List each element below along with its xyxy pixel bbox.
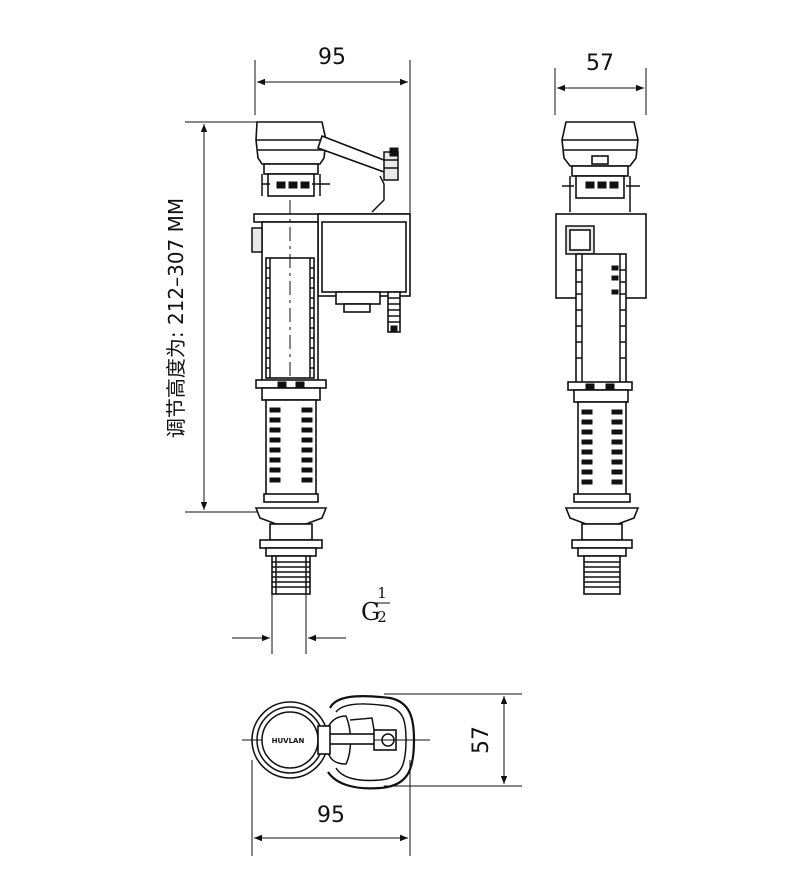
side-view: 57 bbox=[554, 51, 647, 595]
base-flange bbox=[254, 507, 328, 525]
front-width-label: 95 bbox=[318, 45, 346, 70]
top-height-label: 57 bbox=[469, 726, 494, 754]
thread-dimension: G 1 2 bbox=[232, 584, 390, 654]
side-base-flange bbox=[564, 507, 640, 525]
adjust-height-label: 调节高度为: 212–307 MM bbox=[164, 198, 188, 438]
thread-denominator: 2 bbox=[377, 608, 387, 626]
front-view: 95 调节高度为: 212–307 MM bbox=[164, 45, 411, 654]
thread-letter: G bbox=[361, 598, 380, 626]
side-width-label: 57 bbox=[586, 51, 614, 76]
side-width-dimension: 57 bbox=[554, 51, 647, 115]
top-width-dimension: 95 bbox=[251, 760, 411, 856]
side-cap bbox=[561, 121, 639, 167]
top-view: HUVLAN 57 95 bbox=[242, 693, 522, 856]
top-width-label: 95 bbox=[317, 803, 345, 828]
lever-arm bbox=[316, 134, 392, 173]
front-cap bbox=[255, 121, 327, 165]
thread-numerator: 1 bbox=[377, 584, 387, 602]
height-dimension: 调节高度为: 212–307 MM bbox=[164, 121, 258, 513]
logo-text: HUVLAN bbox=[272, 737, 305, 745]
top-height-dimension: 57 bbox=[384, 693, 522, 787]
front-width-dimension: 95 bbox=[254, 45, 411, 215]
left-ridges bbox=[266, 267, 314, 369]
